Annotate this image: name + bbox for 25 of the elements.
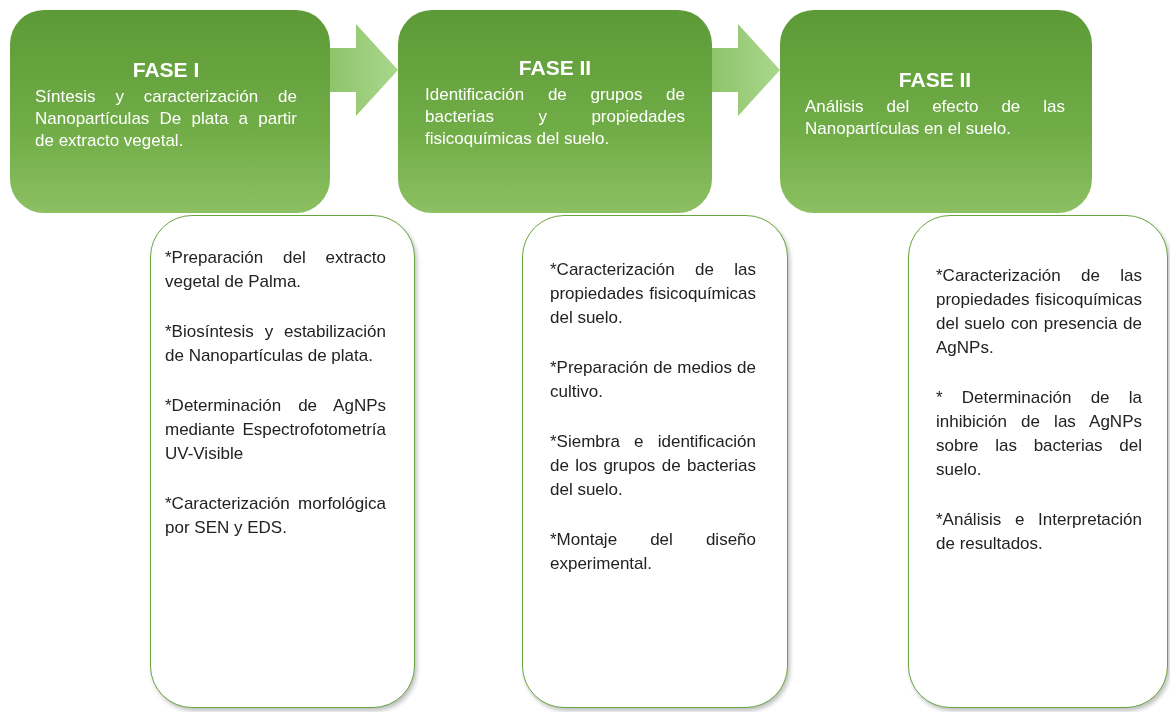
task-item: *Siembra e identificación de los grupos de bacterias del suelo. bbox=[550, 431, 756, 501]
block-arrow bbox=[330, 24, 398, 116]
block-arrow bbox=[712, 24, 780, 116]
phase-box bbox=[780, 10, 1092, 213]
task-card bbox=[908, 215, 1168, 708]
task-item: *Montaje del diseño experimental. bbox=[550, 529, 756, 575]
phase-description: Identificación de grupos de bacterias y propiedades fisicoquímicas del suelo. bbox=[425, 84, 685, 150]
task-item: *Determinación de AgNPs mediante Espectrofotometría UV-Visible bbox=[165, 395, 386, 465]
task-item: *Caracterización de las propiedades fisicoquímicas del suelo con presencia de AgNPs. bbox=[936, 265, 1142, 359]
task-item: *Caracterización morfológica por SEN y EDS. bbox=[165, 493, 386, 539]
task-card bbox=[150, 215, 415, 708]
phase-box bbox=[398, 10, 712, 213]
task-item: *Preparación del extracto vegetal de Palma. bbox=[165, 247, 386, 293]
phase-title: FASE II bbox=[517, 56, 593, 80]
task-item: *Análisis e Interpretación de resultados. bbox=[936, 509, 1142, 555]
task-card bbox=[522, 215, 788, 708]
phase-description: Análisis del efecto de las Nanopartículas en el suelo. bbox=[805, 96, 1065, 140]
phase-title: FASE I bbox=[131, 58, 201, 82]
phase-title: FASE II bbox=[897, 68, 973, 92]
task-item: *Preparación de medios de cultivo. bbox=[550, 357, 756, 403]
phase-box bbox=[10, 10, 330, 213]
task-item: *Caracterización de las propiedades fisicoquímicas del suelo. bbox=[550, 259, 756, 329]
task-item: * Determinación de la inhibición de las AgNPs sobre las bacterias del suelo. bbox=[936, 387, 1142, 481]
task-item: *Biosíntesis y estabilización de Nanopartículas de plata. bbox=[165, 321, 386, 367]
phase-description: Síntesis y caracterización de Nanopartículas De plata a partir de extracto vegetal. bbox=[35, 86, 297, 152]
